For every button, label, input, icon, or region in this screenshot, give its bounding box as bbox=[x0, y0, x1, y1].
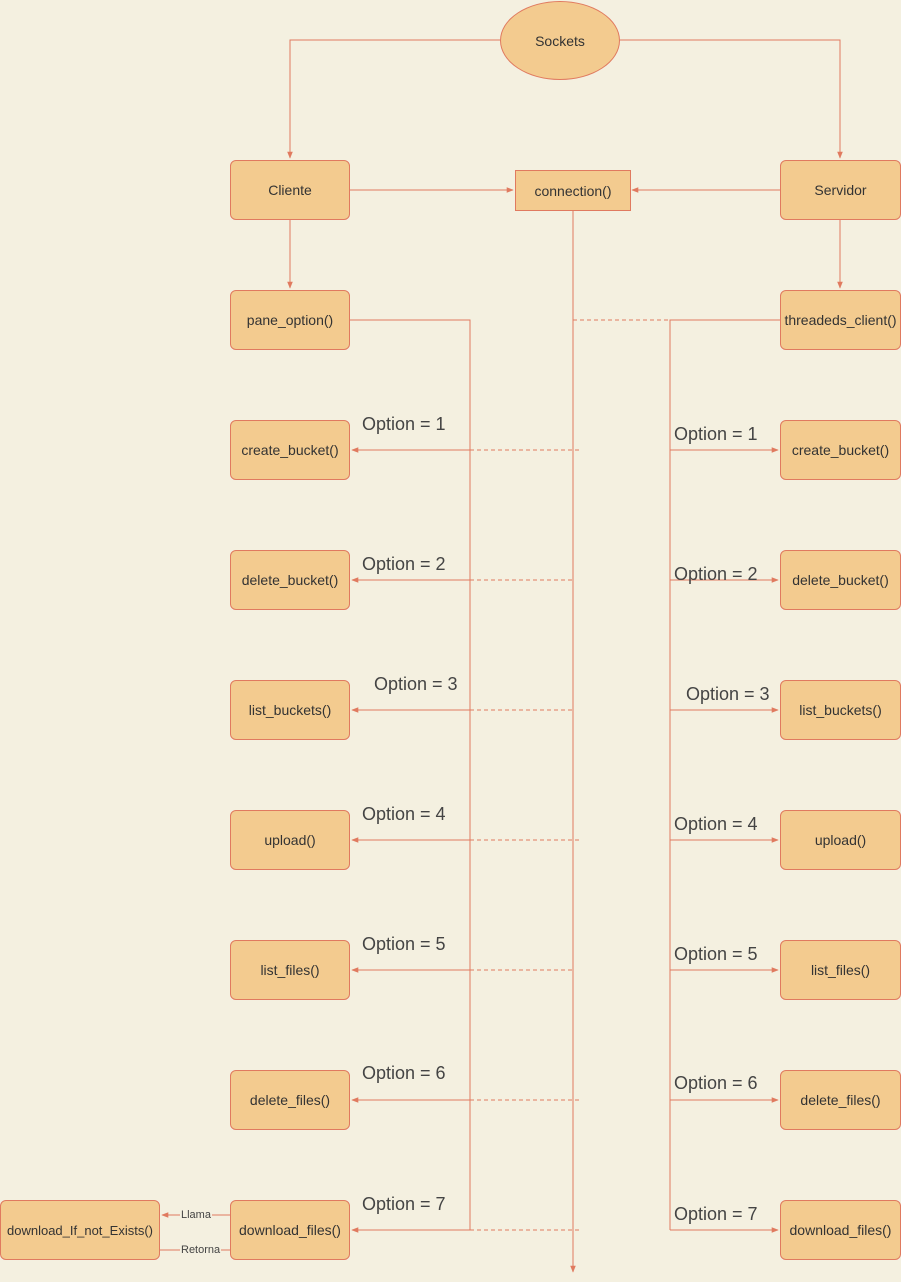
server-option-label-1: Option = 1 bbox=[674, 424, 758, 444]
server-option-label-4: Option = 4 bbox=[674, 814, 758, 834]
edge-server-bus bbox=[669, 319, 780, 1230]
helper-call-label: Llama bbox=[180, 1209, 212, 1221]
server-option-label-6: Option = 6 bbox=[674, 1073, 758, 1093]
client-option-label-5: Option = 5 bbox=[362, 934, 446, 954]
client-function-2: delete_bucket() bbox=[230, 550, 350, 610]
server-option-label-2: Option = 2 bbox=[674, 564, 758, 584]
client-function-7: download_files() bbox=[230, 1200, 350, 1260]
server-function-3: list_buckets() bbox=[780, 680, 901, 740]
client-function-4: upload() bbox=[230, 810, 350, 870]
client-option-label-3: Option = 3 bbox=[374, 674, 458, 694]
server-option-label-7: Option = 7 bbox=[674, 1204, 758, 1224]
server-function-2: delete_bucket() bbox=[780, 550, 901, 610]
client-option-label-7: Option = 7 bbox=[362, 1194, 446, 1214]
client-option-label-1: Option = 1 bbox=[362, 414, 446, 434]
server-dispatcher-node: threadeds_client() bbox=[780, 290, 901, 350]
edge-sockets-servidor bbox=[620, 39, 843, 159]
edge-sockets-cliente bbox=[287, 39, 500, 159]
client-function-5: list_files() bbox=[230, 940, 350, 1000]
server-function-7: download_files() bbox=[780, 1200, 901, 1260]
server-function-5: list_files() bbox=[780, 940, 901, 1000]
client-function-1: create_bucket() bbox=[230, 420, 350, 480]
client-option-label-4: Option = 4 bbox=[362, 804, 446, 824]
client-option-label-2: Option = 2 bbox=[362, 554, 446, 574]
server-node: Servidor bbox=[780, 160, 901, 220]
sockets-node: Sockets bbox=[500, 1, 620, 80]
client-option-label-6: Option = 6 bbox=[362, 1063, 446, 1083]
connection-node: connection() bbox=[515, 170, 631, 211]
client-function-6: delete_files() bbox=[230, 1070, 350, 1130]
server-function-6: delete_files() bbox=[780, 1070, 901, 1130]
server-function-4: upload() bbox=[780, 810, 901, 870]
client-node: Cliente bbox=[230, 160, 350, 220]
server-option-label-3: Option = 3 bbox=[686, 684, 770, 704]
client-function-3: list_buckets() bbox=[230, 680, 350, 740]
edge-client-bus bbox=[350, 319, 471, 1230]
client-dispatcher-node: pane_option() bbox=[230, 290, 350, 350]
helper-return-label: Retorna bbox=[180, 1244, 222, 1256]
server-function-1: create_bucket() bbox=[780, 420, 901, 480]
helper-node: download_If_not_Exists() bbox=[0, 1200, 160, 1260]
server-option-label-5: Option = 5 bbox=[674, 944, 758, 964]
